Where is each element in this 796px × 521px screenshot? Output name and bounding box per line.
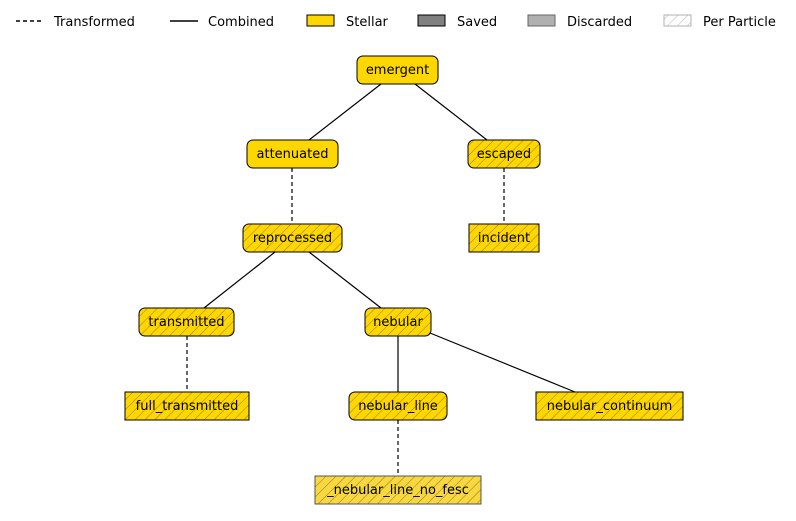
node-emergent: emergent bbox=[356, 55, 439, 85]
discarded-swatch bbox=[527, 14, 556, 27]
node-attenuated: attenuated bbox=[246, 139, 339, 169]
legend-transformed: Transformed bbox=[16, 15, 135, 30]
node-nebular: nebular bbox=[364, 307, 432, 337]
node-nebular-line-no-fesc-label: _nebular_line_no_fesc bbox=[326, 483, 469, 498]
node-incident: incident bbox=[468, 223, 540, 253]
node-nebular-line: nebular_line bbox=[348, 391, 448, 421]
per-particle-swatch bbox=[663, 14, 692, 27]
node-escaped-label: escaped bbox=[477, 147, 531, 162]
node-nebular-line-label: nebular_line bbox=[358, 399, 438, 414]
legend-transformed-label: Transformed bbox=[53, 15, 135, 30]
node-attenuated-label: attenuated bbox=[257, 147, 329, 162]
legend-stellar: Stellar bbox=[306, 14, 389, 30]
node-transmitted-label: transmitted bbox=[148, 315, 224, 330]
nodes: emergent attenuated escaped reprocessed … bbox=[124, 55, 684, 505]
legend-saved-label: Saved bbox=[457, 15, 497, 30]
node-nebular-label: nebular bbox=[373, 315, 423, 330]
node-escaped: escaped bbox=[467, 139, 541, 169]
node-full-transmitted-label: full_transmitted bbox=[136, 399, 239, 414]
node-nebular-continuum-label: nebular_continuum bbox=[547, 399, 673, 414]
node-emergent-label: emergent bbox=[366, 63, 429, 78]
node-nebular-continuum: nebular_continuum bbox=[535, 391, 684, 421]
edge-emergent-attenuated bbox=[308, 83, 382, 141]
legend-per-particle-label: Per Particle bbox=[703, 15, 776, 30]
node-reprocessed: reprocessed bbox=[242, 223, 343, 253]
legend-combined: Combined bbox=[170, 15, 274, 30]
legend: Transformed Combined Stellar Saved Disca… bbox=[16, 14, 776, 30]
legend-per-particle: Per Particle bbox=[663, 14, 776, 30]
node-reprocessed-label: reprocessed bbox=[253, 231, 332, 246]
node-incident-label: incident bbox=[478, 231, 530, 246]
node-nebular-line-no-fesc: _nebular_line_no_fesc bbox=[314, 475, 482, 505]
legend-stellar-label: Stellar bbox=[346, 15, 389, 30]
edge-reprocessed-nebular bbox=[308, 251, 382, 309]
node-transmitted: transmitted bbox=[138, 307, 235, 337]
edge-reprocessed-transmitted bbox=[203, 251, 276, 309]
node-full-transmitted: full_transmitted bbox=[124, 391, 250, 421]
edges bbox=[186, 83, 576, 476]
legend-discarded-label: Discarded bbox=[567, 15, 632, 30]
legend-combined-label: Combined bbox=[208, 15, 274, 30]
saved-swatch bbox=[417, 14, 446, 27]
legend-discarded: Discarded bbox=[527, 14, 632, 30]
edge-emergent-escaped bbox=[414, 83, 488, 141]
legend-saved: Saved bbox=[417, 14, 497, 30]
edge-nebular-nebular-continuum bbox=[429, 332, 576, 393]
stellar-swatch bbox=[306, 14, 335, 27]
